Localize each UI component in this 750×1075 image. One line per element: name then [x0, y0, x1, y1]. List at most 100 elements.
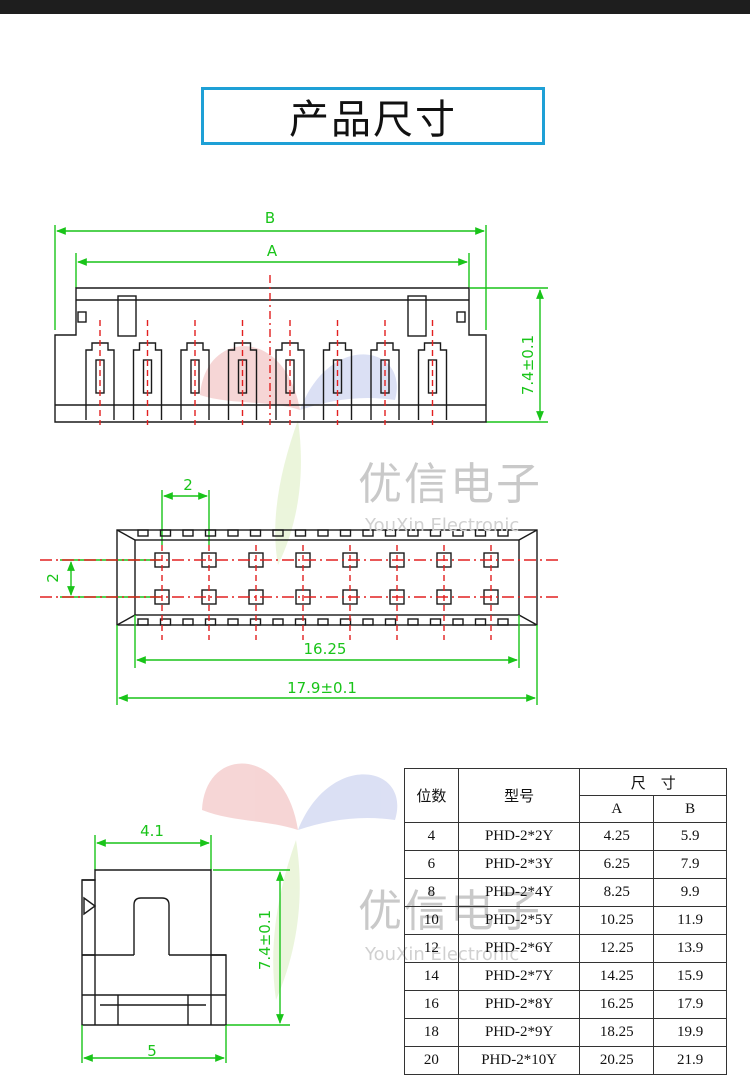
top-tooth: [137, 529, 149, 537]
front-height-label: 7.4±0.1: [519, 335, 537, 395]
outer-length-label: 17.9±0.1: [287, 679, 357, 697]
cell-model: PHD-2*3Y: [457, 850, 581, 879]
cell-model: PHD-2*10Y: [457, 1046, 581, 1075]
cell-a: 4.25: [579, 822, 655, 851]
bottom-tooth: [272, 618, 284, 626]
top-tooth: [429, 529, 442, 537]
top-tooth: [317, 529, 329, 537]
top-tooth: [384, 529, 397, 537]
cell-b: 5.9: [653, 822, 727, 851]
cell-a: 14.25: [579, 962, 655, 991]
top-tooth: [182, 529, 194, 537]
top-bar: [0, 0, 750, 14]
cell-b: 21.9: [653, 1046, 727, 1075]
cell-a: 18.25: [579, 1018, 655, 1047]
cell-positions: 12: [404, 934, 459, 963]
col-header-positions: 位数: [404, 768, 459, 823]
cell-positions: 18: [404, 1018, 459, 1047]
bottom-tooth: [384, 618, 397, 626]
cell-positions: 20: [404, 1046, 459, 1075]
cell-b: 11.9: [653, 906, 727, 935]
cell-model: PHD-2*2Y: [457, 822, 581, 851]
top-tooth: [159, 529, 172, 537]
side-width-top-label: 4.1: [140, 822, 164, 840]
col-header-a: A: [579, 795, 655, 823]
cell-positions: 8: [404, 878, 459, 907]
cell-model: PHD-2*8Y: [457, 990, 581, 1019]
bottom-tooth: [497, 618, 509, 626]
cell-a: 8.25: [579, 878, 655, 907]
cell-b: 13.9: [653, 934, 727, 963]
inner-length-label: 16.25: [304, 640, 347, 658]
table-subheader-row: A B: [405, 795, 727, 823]
bottom-tooth: [407, 618, 419, 626]
col-header-size: 尺 寸: [579, 768, 727, 796]
dim-b-label: B: [265, 209, 275, 227]
cell-positions: 14: [404, 962, 459, 991]
top-tooth: [227, 529, 239, 537]
cell-model: PHD-2*5Y: [457, 906, 581, 935]
bottom-tooth: [429, 618, 442, 626]
cell-b: 7.9: [653, 850, 727, 879]
section-title: 产品尺寸: [201, 87, 545, 145]
bottom-tooth: [204, 618, 217, 626]
cell-b: 17.9: [653, 990, 727, 1019]
watermark-logo-top: [200, 346, 397, 565]
bottom-tooth: [159, 618, 172, 626]
top-view: [40, 490, 560, 705]
bottom-tooth: [227, 618, 239, 626]
cell-positions: 4: [404, 822, 459, 851]
side-height-label: 7.4±0.1: [256, 910, 274, 970]
watermark-logo-bottom: [202, 763, 398, 1000]
top-tooth: [497, 529, 509, 537]
cell-a: 6.25: [579, 850, 655, 879]
cell-a: 10.25: [579, 906, 655, 935]
bottom-tooth: [317, 618, 329, 626]
top-tooth: [249, 529, 262, 537]
bottom-tooth: [339, 618, 352, 626]
top-tooth: [474, 529, 487, 537]
cell-b: 19.9: [653, 1018, 727, 1047]
top-tooth: [407, 529, 419, 537]
top-tooth: [362, 529, 374, 537]
top-tooth: [294, 529, 307, 537]
cell-b: 15.9: [653, 962, 727, 991]
bottom-tooth: [294, 618, 307, 626]
top-tooth: [452, 529, 464, 537]
front-view: [54, 225, 548, 425]
bottom-tooth: [452, 618, 464, 626]
cell-model: PHD-2*6Y: [457, 934, 581, 963]
bottom-tooth: [474, 618, 487, 626]
cell-positions: 10: [404, 906, 459, 935]
bottom-tooth: [137, 618, 149, 626]
top-tooth: [204, 529, 217, 537]
bottom-tooth: [362, 618, 374, 626]
pitch-x-label: 2: [183, 476, 193, 494]
pitch-y-label: 2: [44, 573, 62, 583]
cell-b: 9.9: [653, 878, 727, 907]
side-width-bottom-label: 5: [147, 1042, 157, 1060]
col-header-model: 型号: [457, 768, 581, 823]
cell-positions: 16: [404, 990, 459, 1019]
side-view: [81, 835, 290, 1063]
cell-model: PHD-2*4Y: [457, 878, 581, 907]
top-tooth: [272, 529, 284, 537]
cell-a: 20.25: [579, 1046, 655, 1075]
table-header-row: 位数 型号 尺 寸: [404, 768, 727, 823]
cell-model: PHD-2*7Y: [457, 962, 581, 991]
bottom-tooth: [182, 618, 194, 626]
cell-a: 16.25: [579, 990, 655, 1019]
cell-model: PHD-2*9Y: [457, 1018, 581, 1047]
cell-positions: 6: [404, 850, 459, 879]
